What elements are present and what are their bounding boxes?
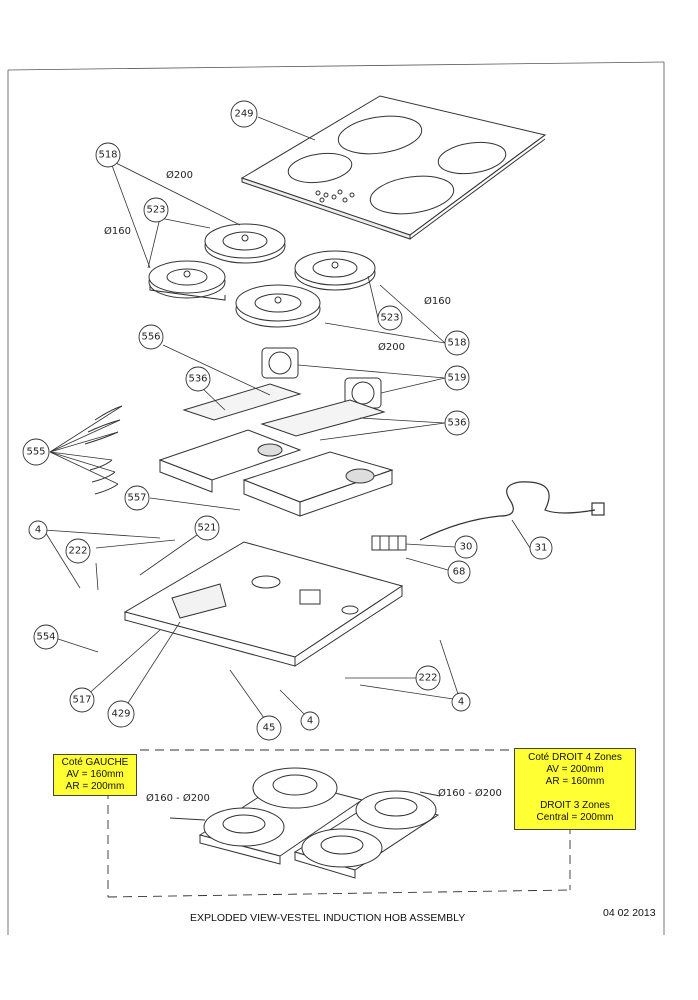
callout-30: 30 — [460, 542, 473, 553]
coils-right-518 — [235, 250, 376, 328]
callout-554: 554 — [36, 632, 55, 643]
callout-222-right: 222 — [418, 673, 437, 684]
callout-519: 519 — [447, 373, 466, 384]
drawing-date: 04 02 2013 — [603, 907, 656, 919]
dim-160-left: Ø160 — [104, 225, 131, 237]
callout-249: 249 — [234, 109, 253, 120]
callout-4-bottom-left: 4 — [307, 716, 313, 727]
dim-200-top: Ø200 — [166, 169, 193, 181]
note-right-line-1: Coté DROIT 4 Zones — [528, 752, 622, 763]
coil-carriers-557 — [158, 383, 394, 517]
glass-cooktop-249 — [240, 95, 547, 240]
callout-555: 555 — [26, 447, 45, 458]
callout-536-left: 536 — [188, 374, 207, 385]
callout-circles — [22, 100, 553, 741]
note-right-line-6: Central = 200mm — [536, 812, 614, 823]
callout-536-right: 536 — [447, 418, 466, 429]
callout-429: 429 — [111, 709, 130, 720]
chassis-tray-45 — [123, 541, 404, 667]
callout-68: 68 — [453, 567, 466, 578]
note-left-line-2: AV = 160mm — [66, 769, 124, 780]
dim-200-right: Ø200 — [378, 341, 405, 353]
callout-4-bottom-right: 4 — [458, 697, 464, 708]
note-left-side: Coté GAUCHE AV = 160mm AR = 200mm — [53, 754, 137, 796]
coils-left-518 — [148, 223, 286, 301]
callout-523-left: 523 — [146, 205, 165, 216]
dim-160-right: Ø160 — [424, 295, 451, 307]
dim-pair-left: Ø160 - Ø200 — [146, 792, 210, 804]
callout-557: 557 — [127, 493, 146, 504]
callout-517: 517 — [72, 695, 91, 706]
callout-518-left: 518 — [98, 150, 117, 161]
power-cord-31 — [419, 481, 605, 541]
callout-523-right: 523 — [380, 313, 399, 324]
note-left-line-1: Coté GAUCHE — [61, 757, 129, 768]
callout-4-top: 4 — [35, 525, 41, 536]
callout-labels: 249 518 523 523 518 519 556 536 536 555 … — [26, 109, 547, 734]
cooling-fans-519 — [261, 347, 382, 409]
note-right-line-3: AR = 160mm — [545, 776, 605, 787]
note-right-side: Coté DROIT 4 Zones AV = 200mm AR = 160mm… — [514, 748, 636, 830]
callout-45: 45 — [263, 723, 276, 734]
callout-521: 521 — [197, 523, 216, 534]
note-right-line-2: AV = 200mm — [546, 764, 604, 775]
wire-harness-555 — [84, 405, 123, 495]
leader-lines — [43, 116, 531, 726]
note-left-line-3: AR = 200mm — [65, 781, 125, 792]
terminal-block-30 — [371, 535, 407, 551]
callout-518-right: 518 — [447, 338, 466, 349]
drawing-title: EXPLODED VIEW-VESTEL INDUCTION HOB ASSEM… — [190, 912, 466, 924]
dimension-labels: Ø200 Ø160 Ø160 Ø200 Ø160 - Ø200 Ø160 - Ø… — [104, 169, 502, 804]
note-right-line-4 — [515, 788, 635, 800]
callout-222-left: 222 — [68, 546, 87, 557]
note-right-line-5: DROIT 3 Zones — [540, 800, 610, 811]
dim-pair-right: Ø160 - Ø200 — [438, 787, 502, 799]
callout-31: 31 — [535, 543, 548, 554]
page-frame — [7, 61, 665, 935]
variant-coil-assemblies — [169, 767, 441, 879]
callout-556: 556 — [141, 332, 160, 343]
